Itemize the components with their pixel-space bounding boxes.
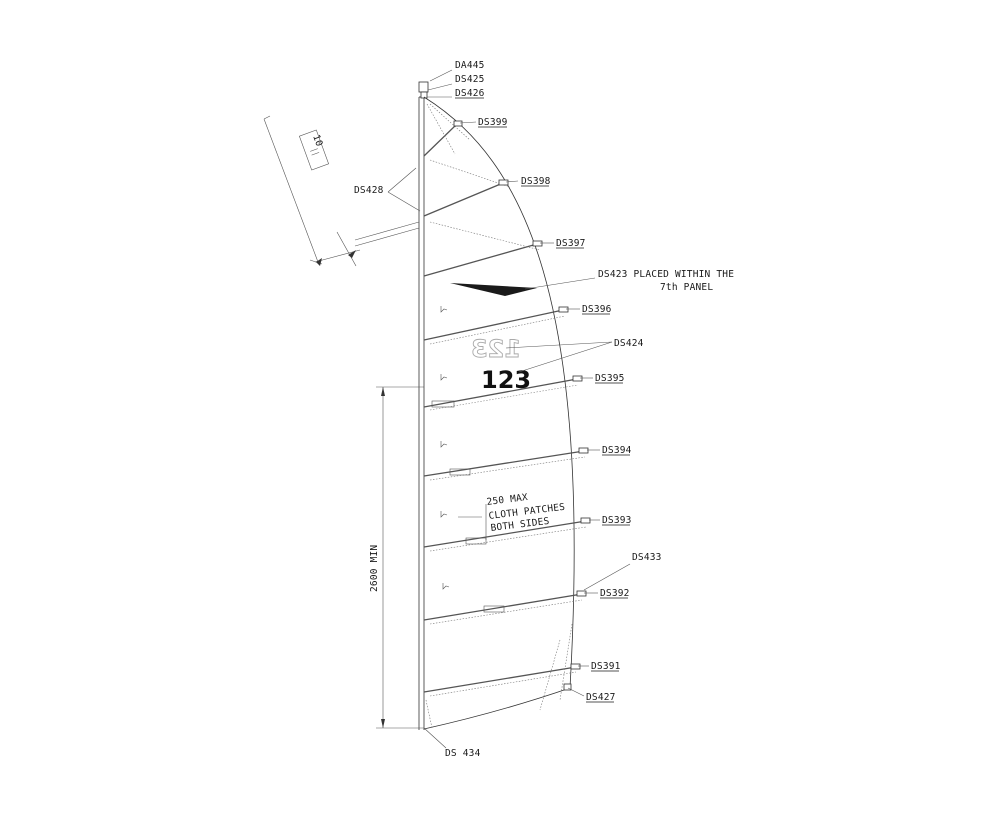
luff-dimension-label: 2600 MIN bbox=[369, 545, 380, 592]
head-fitting bbox=[418, 81, 429, 99]
label-ds399: DS399 bbox=[478, 117, 508, 128]
ds428-leaders bbox=[387, 167, 421, 212]
ds428-inset bbox=[263, 115, 420, 267]
label-ds392: DS392 bbox=[600, 588, 630, 599]
label-ds424: DS424 bbox=[614, 338, 644, 349]
label-ds395: DS395 bbox=[595, 373, 625, 384]
label-ds426: DS426 bbox=[455, 88, 485, 99]
label-ds393: DS393 bbox=[602, 515, 632, 526]
cloth-patches bbox=[431, 400, 505, 613]
label-ds427: DS427 bbox=[586, 692, 616, 703]
label-ds394: DS394 bbox=[602, 445, 632, 456]
reinforcement-lines bbox=[425, 103, 587, 729]
patch-note-line1: 250 MAX bbox=[486, 492, 529, 508]
label-ds434: DS 434 bbox=[445, 748, 481, 759]
label-ds396: DS396 bbox=[582, 304, 612, 315]
sail-number-mirrored: 123 bbox=[471, 335, 521, 363]
ds424-leaders bbox=[505, 341, 613, 373]
label-ds397: DS397 bbox=[556, 238, 586, 249]
label-ds428: DS428 bbox=[354, 185, 384, 196]
label-ds425: DS425 bbox=[455, 74, 485, 85]
batten-seams bbox=[423, 123, 587, 693]
label-ds398: DS398 bbox=[521, 176, 551, 187]
label-ds391: DS391 bbox=[591, 661, 621, 672]
label-leaders bbox=[423, 69, 631, 749]
label-ds423-line1: DS423 PLACED WITHIN THE bbox=[598, 269, 734, 280]
label-ds433: DS433 bbox=[632, 552, 662, 563]
label-da445: DA445 bbox=[455, 60, 485, 71]
label-ds423-line2: 7th PANEL bbox=[660, 282, 713, 293]
tension-marks bbox=[440, 306, 450, 590]
inset-dimension-label: 10 bbox=[310, 133, 324, 148]
mast bbox=[418, 96, 425, 730]
sail-number: 123 bbox=[481, 366, 531, 394]
batten-pocket-fittings bbox=[453, 120, 591, 691]
ds423-insignia bbox=[450, 283, 537, 296]
luff-dimension bbox=[376, 386, 424, 729]
sail-leech bbox=[423, 96, 575, 689]
sail-foot bbox=[423, 687, 571, 730]
